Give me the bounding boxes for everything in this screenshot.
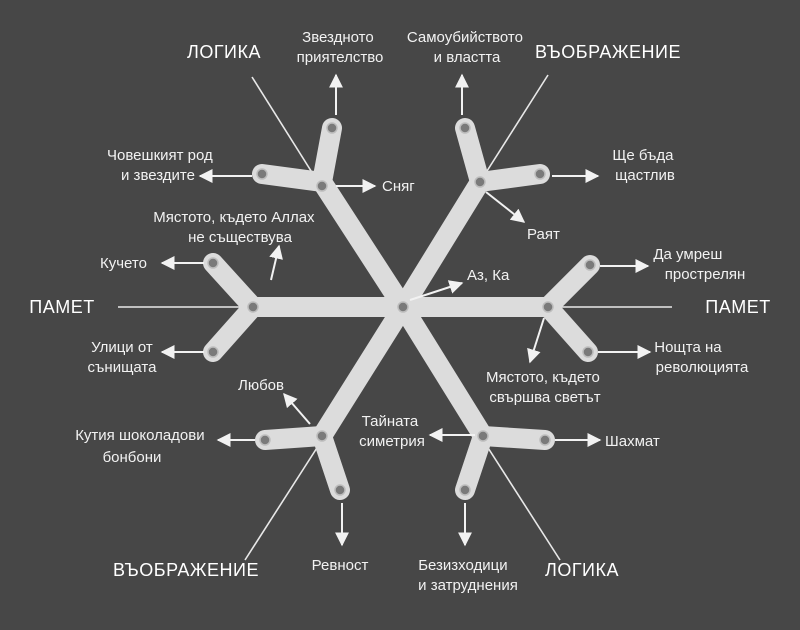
label-shte-bada-shtastliv: Ще бъда щастлив (612, 147, 677, 184)
label-rayat: Раят (527, 226, 560, 243)
center-label: Аз, Ка (467, 267, 510, 284)
category-memory-right: ПАМЕТ (705, 297, 770, 317)
label-lyubov: Любов (238, 377, 284, 394)
label-kutiya-shokoladovi-bonboni: Кутия шоколадови бонбони (75, 427, 209, 466)
label-myastoto-allah: Мястото, където Аллах не съществува (153, 209, 318, 246)
label-bezizhoditsi-i-zatrudneniya: Безизходици и затруднения (418, 557, 518, 594)
label-zvezdnoto-priyatelstvo: Звездното приятелство (297, 29, 384, 66)
category-pointers (118, 74, 672, 561)
label-da-umresh-prostrelyan: Да умреш прострелян (653, 246, 745, 283)
label-snyag: Сняг (382, 178, 415, 195)
snowflake-body (203, 118, 600, 500)
category-imagination-top: ВЪОБРАЖЕНИЕ (535, 42, 681, 62)
label-revnost: Ревност (312, 557, 369, 574)
snowflake-nodes (207, 122, 596, 496)
category-logic-bottom: ЛОГИКА (545, 560, 619, 580)
label-kucheto: Кучето (100, 255, 147, 272)
label-noshtta-na-revolyutsiyata: Нощта на революцията (654, 339, 749, 376)
label-ulitsi-ot-sanishtata: Улици от сънищата (88, 339, 158, 376)
label-choveshkiyat-rod: Човешкият род и звездите (107, 147, 217, 184)
category-logic-top: ЛОГИКА (187, 42, 261, 62)
concept-labels: Звездното приятелство Самоубийството и в… (75, 29, 749, 594)
category-labels: ЛОГИКА ВЪОБРАЖЕНИЕ ПАМЕТ ПАМЕТ ВЪОБРАЖЕН… (29, 42, 770, 580)
category-memory-left: ПАМЕТ (29, 297, 94, 317)
label-samoubiistvoto-i-vlastta: Самоубийството и властта (407, 29, 527, 66)
label-tainata-simetriya: Тайната симетрия (359, 413, 425, 450)
category-imagination-bottom: ВЪОБРАЖЕНИЕ (113, 560, 259, 580)
label-shahmat: Шахмат (605, 433, 660, 450)
label-arrows (160, 73, 652, 547)
label-myastoto-svarshva-svetat: Мястото, където свършва светът (486, 369, 604, 406)
